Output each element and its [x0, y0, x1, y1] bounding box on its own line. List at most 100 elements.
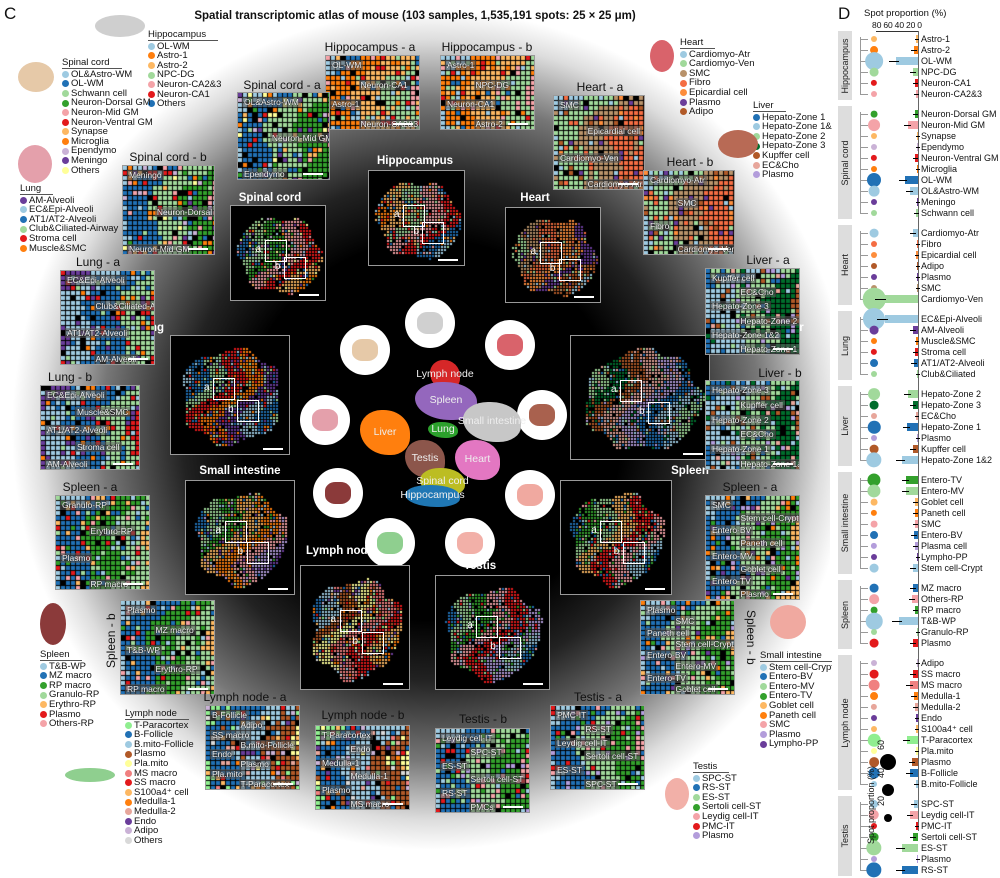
roi-box-a[interactable]: [213, 378, 235, 400]
scale-bar: [438, 259, 458, 261]
proportion-dot: [869, 669, 879, 679]
roi-label-b: b: [352, 636, 359, 648]
roi-box-a[interactable]: [224, 521, 247, 544]
roi-box-a[interactable]: [539, 241, 562, 264]
roi-box-b[interactable]: [422, 221, 445, 244]
proportion-bar: [906, 487, 918, 495]
cell-type-label: Granulo-RP: [921, 627, 969, 637]
roi-box-a[interactable]: [476, 616, 499, 639]
roi-label-b: b: [490, 640, 496, 652]
legend-item: Stroma cell: [20, 234, 118, 244]
dendrogram-trunk: [860, 478, 861, 568]
error-bar: [915, 632, 920, 633]
roi-box-b[interactable]: [361, 632, 384, 655]
organ-label-liver: Liver: [373, 425, 397, 438]
cell-type-annotation: Astro-1: [330, 99, 362, 110]
legend-swatch: [148, 81, 155, 89]
dendrogram-branch: [860, 244, 868, 245]
proportion-dot: [870, 606, 878, 614]
roi-box-b[interactable]: [558, 258, 581, 281]
cell-type-annotation: Sertoli cell-ST: [468, 774, 526, 785]
legend-label: Fibro: [689, 77, 711, 89]
cell-type-label: SS macro: [921, 669, 961, 679]
roi-box-b[interactable]: [246, 541, 269, 564]
roi-box-a[interactable]: [620, 379, 642, 402]
proportion-dot: [871, 166, 877, 172]
zoom-panel-title-spleen-a-right: Spleen - a: [722, 480, 778, 494]
axis-line: [876, 31, 919, 32]
cell-type-label: Kupffer cell: [921, 444, 966, 454]
roi-box-b[interactable]: [648, 402, 670, 425]
roi-label-a: a: [591, 525, 597, 537]
cell-type-label: Neuron-CA2&3: [921, 89, 983, 99]
organ-label-hippocampus: Hippocampus: [400, 489, 465, 501]
main-panel-title-testis: Testis: [463, 560, 497, 572]
dendrogram-branch: [860, 826, 868, 827]
error-bar: [899, 180, 908, 181]
cell-type-label: NPC-DG: [921, 67, 957, 77]
legend-swatch: [62, 166, 69, 174]
roi-box-b[interactable]: [283, 256, 306, 279]
cell-type-annotation: SMC: [558, 100, 581, 110]
legend-label: Others: [134, 834, 163, 846]
cell-type-annotation: RP macro: [88, 579, 131, 589]
legend-item: Neuron-Ventral GM: [62, 117, 153, 128]
error-bar: [915, 663, 920, 664]
cell-type-annotation: Hepato-Zone 1: [738, 344, 799, 354]
zoom-panel-lung-a[interactable]: EC&Epi-AlveoliClub&Ciliated-AirwayAT1/AT…: [60, 270, 155, 365]
legend-swatch: [148, 71, 155, 79]
roi-box-b[interactable]: [622, 541, 645, 564]
legend-label: OL-WM: [157, 40, 190, 52]
cell-type-annotation: Entero-TV: [645, 672, 688, 683]
dendrogram-branch: [860, 524, 868, 525]
legend-item: Sertoli cell-ST: [693, 802, 761, 812]
roi-box-b[interactable]: [499, 636, 522, 659]
cell-type-label: OL&Astro-WM: [921, 186, 980, 196]
tick-label: 80: [872, 20, 882, 30]
roi-box-a[interactable]: [339, 609, 362, 632]
dendrogram-branch: [860, 729, 868, 730]
zoom-panel-title-hippocampus-a: Hippocampus - a: [324, 40, 416, 54]
panel-d-letter: D: [838, 4, 851, 23]
roi-box-a[interactable]: [264, 239, 287, 262]
roi-box-b[interactable]: [237, 399, 259, 422]
legend-label: S100a4⁺ cell: [134, 786, 189, 798]
roi-box-a[interactable]: [600, 521, 623, 544]
legend-item: B-Follicle: [125, 730, 194, 740]
roi-box-a[interactable]: [402, 204, 425, 227]
legend-title: Small intestine: [760, 651, 834, 662]
cell-type-label: OL-WM: [921, 56, 952, 66]
proportion-dot: [870, 800, 878, 808]
cell-type-annotation: Cardiomyo-Atr: [585, 179, 644, 189]
cell-type-annotation: OL&Astro-WM: [242, 97, 301, 107]
group-lung: Lung: [838, 311, 852, 380]
